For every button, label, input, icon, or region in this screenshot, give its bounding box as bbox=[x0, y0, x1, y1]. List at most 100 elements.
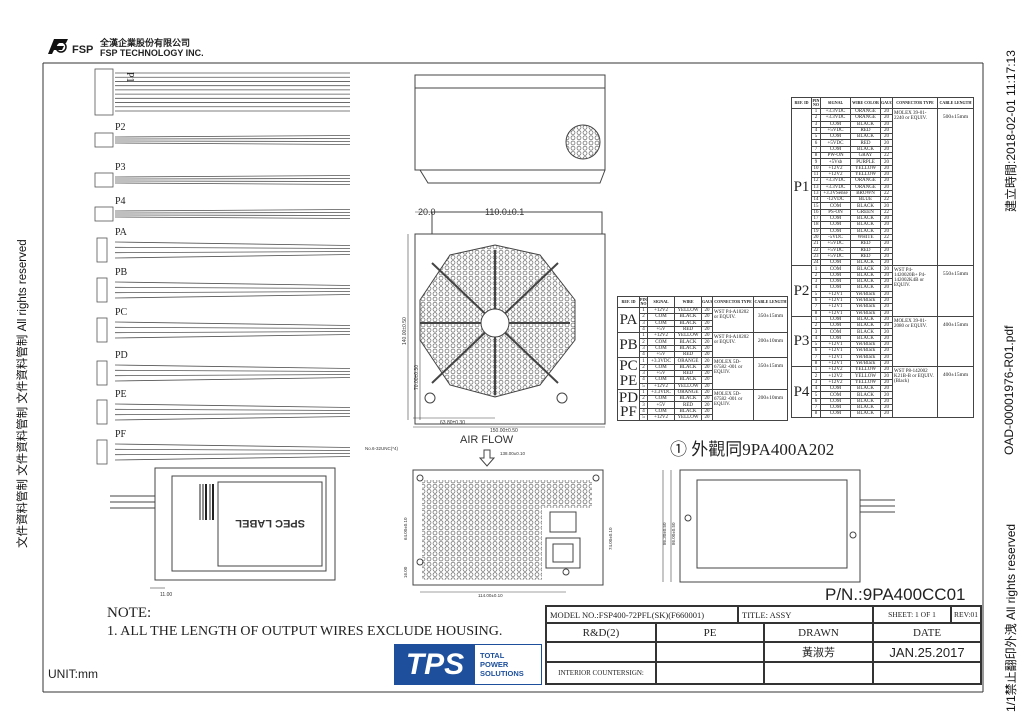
gauge: 20 bbox=[880, 296, 893, 305]
signal: COM bbox=[820, 410, 851, 418]
connector-p2-housing bbox=[94, 132, 114, 148]
air-flow-arrow-icon bbox=[478, 449, 496, 467]
gauge: 20 bbox=[880, 403, 893, 412]
tps-logo-mark: TPS bbox=[395, 645, 475, 684]
column-header: CONNECTOR TYPE bbox=[712, 296, 754, 308]
wire bbox=[114, 331, 351, 334]
connector-pf-housing bbox=[96, 439, 108, 465]
cable-length: 350±15mm bbox=[753, 357, 788, 390]
wire-color: YELLOW bbox=[674, 306, 702, 315]
air-flow-label: AIR FLOW bbox=[460, 434, 514, 446]
gauge: 20 bbox=[880, 359, 893, 368]
cable-length: 400±15mm bbox=[937, 366, 974, 418]
wire bbox=[114, 321, 351, 326]
connector-label-p1: P1 bbox=[124, 72, 135, 83]
wire-color: YELLOW bbox=[850, 164, 881, 172]
connector-type: MOLEX 39-01-2240 or EQUIV. bbox=[892, 107, 938, 267]
gauge: 20 bbox=[880, 372, 893, 380]
column-header: WIRE COLOR bbox=[850, 97, 881, 109]
wire bbox=[114, 443, 351, 448]
dim-screw: No.6-32UNC(*4) bbox=[365, 446, 399, 451]
gauge: 20 bbox=[880, 391, 893, 399]
wire-color: YELLOW bbox=[850, 170, 881, 179]
ref-id: P3 bbox=[791, 315, 812, 368]
wire bbox=[114, 453, 351, 456]
dim-rear-right: 74.00±0.10 bbox=[608, 527, 613, 550]
connector-type: WST P4-A10202 or EQUIV. bbox=[712, 332, 754, 359]
wire-color: BLACK bbox=[850, 410, 881, 418]
column-header: CABLE LENGTH bbox=[753, 296, 788, 308]
revision: REV:01 bbox=[951, 606, 981, 623]
rd-signature bbox=[546, 642, 656, 662]
dim-top-span: 110.0±0.1 bbox=[485, 207, 524, 217]
col-rd: R&D(2) bbox=[546, 623, 656, 642]
model-number: MODEL NO.:FSP400-72PFL(SK)(F660001) bbox=[546, 606, 738, 623]
company-name-en: FSP TECHNOLOGY INC. bbox=[100, 48, 204, 58]
dim-width-total: 150.00±0.50 bbox=[490, 428, 518, 434]
company-name-cn: 全漢企業股份有限公司 bbox=[100, 38, 191, 48]
ref-id: P2 bbox=[791, 265, 812, 317]
wire bbox=[114, 334, 351, 339]
connector-type: MOLEX 5D-67582 -001 or EQUIV. bbox=[712, 388, 754, 422]
connector-label-pd: PD bbox=[115, 350, 128, 361]
gauge: 20 bbox=[880, 353, 893, 361]
cable-harness bbox=[94, 68, 351, 465]
gauge: 20 bbox=[880, 259, 893, 267]
cable-length: 200±10mm bbox=[753, 388, 788, 422]
wire-color: YELLOW bbox=[850, 372, 881, 380]
countersign-cell-3 bbox=[764, 662, 873, 684]
wire bbox=[114, 369, 351, 372]
wire bbox=[114, 291, 351, 294]
title-block: MODEL NO.:FSP400-72PFL(SK)(F660001) TITL… bbox=[545, 605, 982, 685]
signal: +12V2 bbox=[647, 414, 675, 422]
column-header: CABLE LENGTH bbox=[937, 97, 974, 109]
signal: +3.3VSense bbox=[820, 189, 851, 198]
gauge: 20 bbox=[880, 385, 893, 393]
dim-top-left: 20.0 bbox=[418, 207, 436, 217]
wire bbox=[114, 135, 351, 138]
cable-length: 400±15mm bbox=[937, 315, 974, 368]
drawing-date: JAN.25.2017 bbox=[873, 642, 981, 662]
wire bbox=[114, 214, 351, 216]
countersign-cell-2 bbox=[656, 662, 764, 684]
connector-label-pb: PB bbox=[115, 267, 128, 278]
gauge: 20 bbox=[701, 376, 713, 384]
connector-label-pf: PF bbox=[115, 429, 127, 440]
connector-label-p4: P4 bbox=[115, 196, 126, 207]
dim-rear-bottom: 114.00±0.10 bbox=[478, 593, 503, 598]
col-drawn: DRAWN bbox=[764, 623, 873, 642]
pin-no: 5 bbox=[639, 414, 648, 422]
connector-pa-housing bbox=[96, 237, 108, 263]
gauge: 20 bbox=[880, 114, 893, 122]
wire bbox=[114, 180, 351, 182]
ref-id: PC PE bbox=[617, 357, 640, 390]
wire bbox=[114, 448, 351, 451]
col-date: DATE bbox=[873, 623, 981, 642]
col-pe: PE bbox=[656, 623, 764, 642]
wire bbox=[114, 254, 351, 259]
signal: +3.3VDC bbox=[647, 388, 675, 397]
appearance-note: ① 外觀同9PA400A202 bbox=[670, 440, 835, 459]
drawn-by: 黃淑芳 bbox=[764, 642, 873, 662]
gauge: 20 bbox=[880, 347, 893, 355]
column-header: WIRE bbox=[674, 296, 702, 308]
dim-height-total: 140.00±0.50 bbox=[402, 317, 408, 345]
